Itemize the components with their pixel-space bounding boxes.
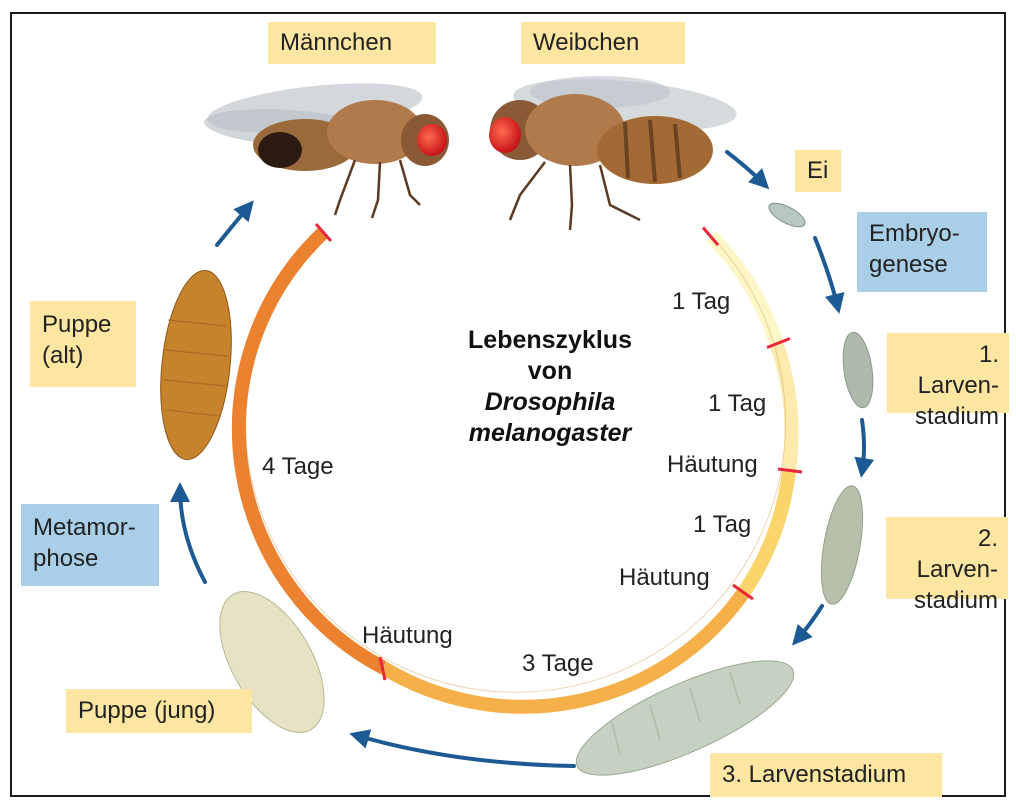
duration-label-3: 1 Tag <box>693 511 751 539</box>
diagram-title: Lebenszyklus von Drosophila melanogaster <box>418 325 682 449</box>
label-metamorphose-line2: phose <box>33 543 147 574</box>
label-metamorphose: Metamor- phose <box>21 504 159 586</box>
duration-label-1: 1 Tag <box>672 288 730 316</box>
molt-label-1: Häutung <box>667 451 758 479</box>
label-larvenstadium-2-line2: stadium <box>898 585 998 616</box>
egg-image <box>766 199 809 232</box>
female-fly-image <box>489 71 739 230</box>
duration-label-5: 4 Tage <box>262 453 334 481</box>
label-embryogenese-line1: Embryo- <box>869 218 975 249</box>
duration-label-4: 3 Tage <box>522 650 594 678</box>
male-fly-image <box>203 75 449 218</box>
label-metamorphose-line1: Metamor- <box>33 512 147 543</box>
label-puppe-alt: Puppe (alt) <box>30 301 136 387</box>
label-larvenstadium-1-line2: stadium <box>899 401 999 432</box>
label-weibchen: Weibchen <box>521 22 685 64</box>
label-ei: Ei <box>795 150 841 192</box>
label-larvenstadium-2: 2. Larven- stadium <box>886 517 1008 599</box>
arrow-larva1-to-larva2 <box>862 420 864 472</box>
molt-label-3: Häutung <box>362 622 453 650</box>
label-larvenstadium-1: 1. Larven- stadium <box>887 333 1009 413</box>
larva-2-image <box>814 483 870 607</box>
label-maennchen: Männchen <box>268 22 436 64</box>
pupa-old-image <box>152 267 239 463</box>
label-puppe-alt-line2: (alt) <box>42 340 124 371</box>
arrow-larva3-to-pupa <box>355 735 574 766</box>
arrow-embryogenese <box>815 238 838 308</box>
label-larvenstadium-1-line1: 1. Larven- <box>899 339 999 401</box>
title-line-1: Lebenszyklus <box>418 325 682 356</box>
arrow-larva2-to-larva3 <box>796 606 822 641</box>
arrow-female-to-egg <box>727 152 765 185</box>
label-puppe-jung: Puppe (jung) <box>66 689 252 733</box>
label-puppe-alt-line1: Puppe <box>42 309 124 340</box>
molt-label-2: Häutung <box>619 564 710 592</box>
title-line-2: von <box>418 356 682 387</box>
larva-1-image <box>839 330 877 409</box>
arrow-metamorphose <box>180 488 205 582</box>
label-embryogenese: Embryo- genese <box>857 212 987 292</box>
duration-label-2: 1 Tag <box>708 390 766 418</box>
label-larvenstadium-3: 3. Larvenstadium <box>710 753 942 797</box>
label-embryogenese-line2: genese <box>869 249 975 280</box>
title-line-3-species: Drosophila melanogaster <box>418 387 682 449</box>
arrow-pupa-to-male <box>217 205 250 245</box>
tick-mark <box>778 469 802 472</box>
label-larvenstadium-2-line1: 2. Larven- <box>898 523 998 585</box>
